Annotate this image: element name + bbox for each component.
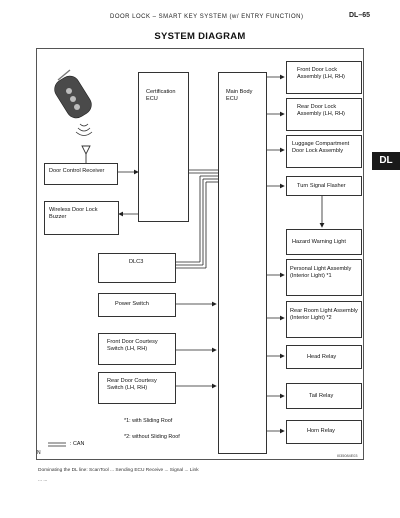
luggage-door-lock-assembly: Luggage Compartment Door Lock Assembly (286, 135, 362, 168)
page-header-section: DOOR LOCK – SMART KEY SYSTEM (w/ ENTRY F… (110, 14, 304, 20)
rear-door-lock-assembly: Rear Door Lock Assembly (LH, RH) (286, 98, 362, 131)
horn-relay: Horn Relay (286, 420, 362, 444)
main-body-ecu: Main Body ECU (218, 72, 267, 454)
footnote-no-sliding-roof: *2: without Sliding Roof (124, 434, 180, 440)
section-tab-dl: DL (372, 152, 400, 170)
rear-door-courtesy-switch: Rear Door Courtesy Switch (LH, RH) (98, 372, 176, 404)
certification-ecu: Certification ECU (138, 72, 189, 222)
hazard-warning-light: Hazard Warning Light (286, 229, 362, 255)
wireless-door-lock-buzzer: Wireless Door Lock Buzzer (44, 201, 119, 235)
door-control-receiver: Door Control Receiver (44, 163, 118, 185)
diagram-frame (36, 48, 364, 460)
figure-code: I035084E03 (337, 454, 358, 458)
certification-ecu-label: Certification ECU (146, 89, 176, 102)
power-switch: Power Switch (98, 293, 176, 317)
footer-line-1: Dominating the DL line: ScanTool ... Sen… (38, 468, 199, 473)
can-legend-icon (48, 442, 66, 447)
turn-signal-flasher: Turn Signal Flasher (286, 176, 362, 196)
footer-line-2: ... ... (38, 478, 48, 483)
page-number: DL–65 (349, 12, 371, 19)
front-door-lock-assembly: Front Door Lock Assembly (LH, RH) (286, 61, 362, 94)
antenna-icon (81, 145, 91, 163)
corner-mark: N (37, 450, 41, 456)
tail-relay: Tail Relay (286, 383, 362, 409)
can-legend-label: : CAN (70, 441, 85, 447)
main-body-ecu-label: Main Body ECU (226, 89, 253, 102)
head-relay: Head Relay (286, 345, 362, 369)
rear-room-light-assembly: Rear Room Light Assembly (Interior Light… (286, 301, 362, 338)
diagram-title: SYSTEM DIAGRAM (154, 31, 246, 42)
footnote-sliding-roof: *1: with Sliding Roof (124, 418, 173, 424)
radio-wave-icon (75, 123, 93, 136)
front-door-courtesy-switch: Front Door Courtesy Switch (LH, RH) (98, 333, 176, 365)
key-fob-icon (54, 69, 92, 119)
dlc3: DLC3 (98, 253, 176, 283)
personal-light-assembly: Personal Light Assembly (Interior Light)… (286, 259, 362, 296)
